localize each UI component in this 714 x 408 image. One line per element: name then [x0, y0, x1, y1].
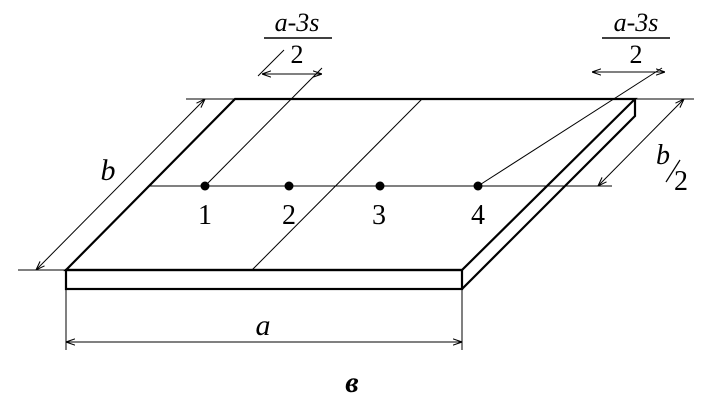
- plate-front-edge: [64, 268, 464, 291]
- points: [200, 181, 483, 191]
- plate-side-edge: [461, 99, 637, 290]
- left-fraction-denominator: 2: [291, 40, 304, 69]
- diagonal-left-leader: [204, 67, 323, 187]
- half-b-denominator: 2: [674, 166, 688, 197]
- construction-lines: [150, 67, 663, 271]
- ext-left-frac-left: [257, 49, 285, 77]
- point-1-marker: [200, 181, 210, 191]
- dim-b-label: b: [101, 154, 116, 187]
- figure-caption: в: [345, 366, 358, 399]
- point-1-label: 1: [198, 200, 212, 231]
- point-labels: 1 2 3 4: [198, 200, 485, 231]
- plate-top-face: [63, 97, 638, 272]
- diagonal-right-leader: [477, 67, 663, 187]
- dimension-lines: [36, 72, 684, 342]
- dim-line-b: [36, 99, 205, 270]
- right-fraction-denominator: 2: [630, 40, 643, 69]
- diagonal-center: [251, 98, 423, 271]
- point-2-marker: [284, 181, 294, 191]
- half-b-numerator: b: [656, 140, 670, 171]
- point-4-marker: [473, 181, 483, 191]
- dim-a-label: a: [256, 309, 271, 342]
- point-3-label: 3: [372, 200, 386, 231]
- point-2-label: 2: [282, 200, 296, 231]
- left-fraction-numerator: a-3s: [275, 8, 320, 37]
- half-b-slash: [665, 159, 681, 183]
- right-fraction-numerator: a-3s: [614, 8, 659, 37]
- point-4-label: 4: [471, 200, 485, 231]
- point-3-marker: [375, 181, 385, 191]
- extension-lines: [18, 49, 694, 350]
- plate: [63, 97, 638, 291]
- dim-line-half-b: [598, 99, 684, 186]
